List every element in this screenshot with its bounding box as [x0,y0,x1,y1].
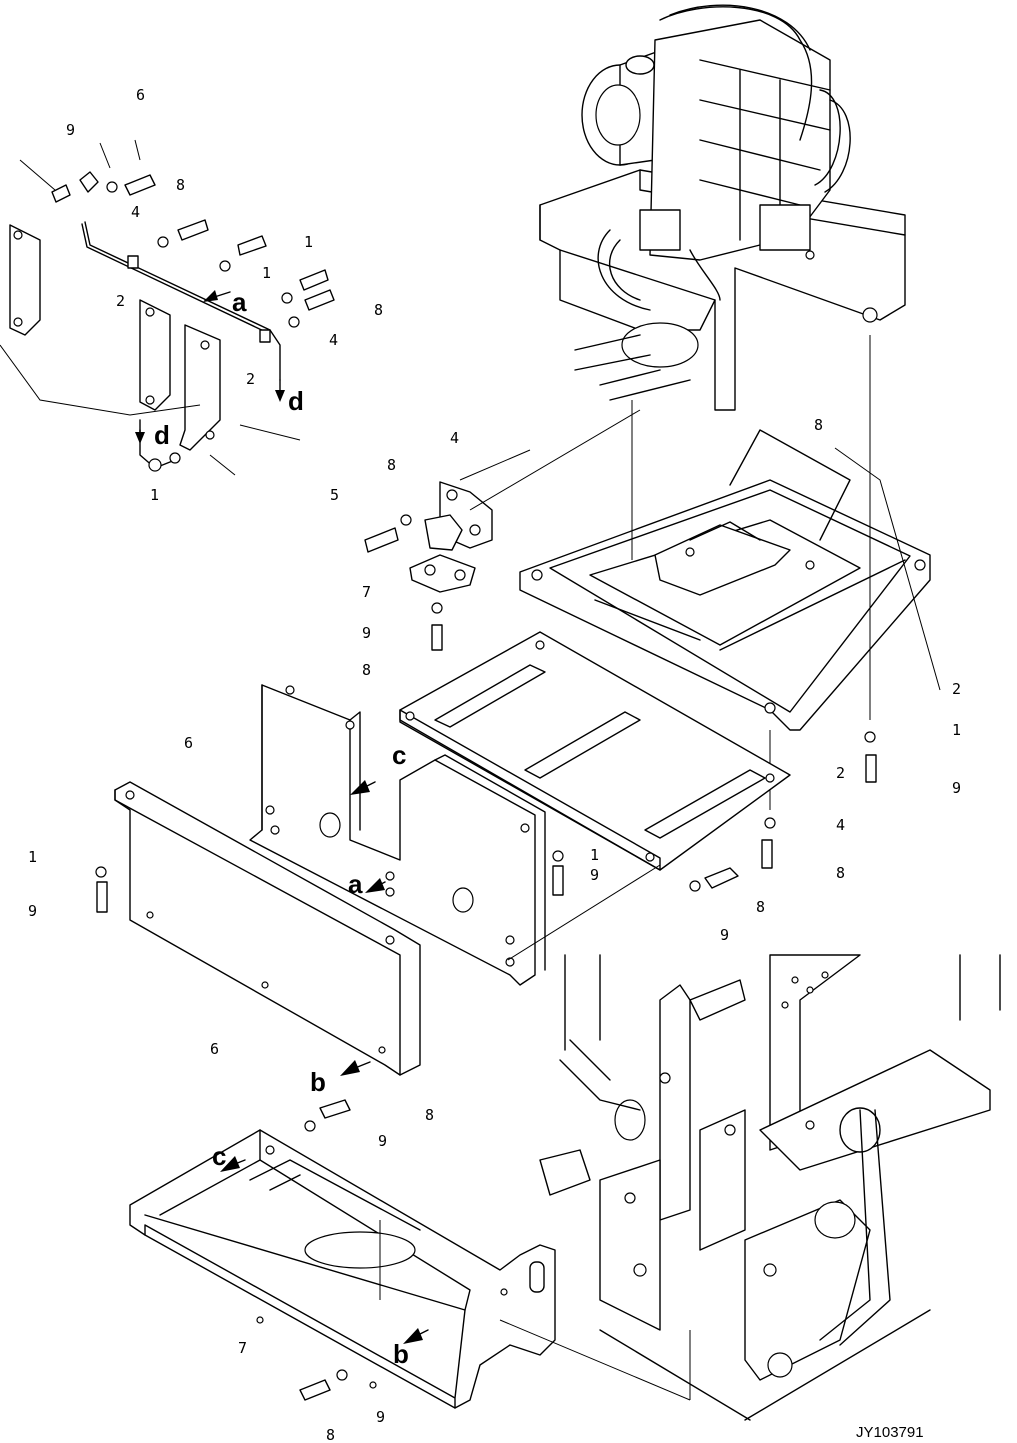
small-parts-group [0,139,335,476]
view-ref-a: a [232,287,247,317]
part-label: 9 [590,866,599,884]
part-label: 8 [387,456,396,474]
seat-linkage-machine [539,954,1001,1421]
view-ref-c: c [212,1141,226,1171]
part-label: 1 [150,486,159,504]
part-label: 6 [136,86,145,104]
part-label: 6 [184,734,193,752]
part-label: 8 [425,1106,434,1124]
part-label: 9 [378,1132,387,1150]
part-label: 7 [238,1339,247,1357]
part-label: 4 [836,816,845,834]
part-label: 2 [836,764,845,782]
part-label: 2 [116,292,125,310]
part-label: 8 [756,898,765,916]
part-label: 8 [814,416,823,434]
side-panel [95,781,421,1076]
part-label: 8 [362,661,371,679]
hinge-bracket [364,409,641,651]
part-label: 4 [131,203,140,221]
part-label: 1 [304,233,313,251]
part-label: 9 [66,121,75,139]
view-ref-c: c [392,740,406,770]
part-label: 8 [326,1426,335,1443]
part-label: 1 [262,264,271,282]
slide-rail-plate [399,631,877,892]
part-label: 9 [28,902,37,920]
part-label: 1 [952,721,961,739]
part-label: 2 [952,680,961,698]
seat-base-frame [519,335,941,810]
part-label: 8 [374,301,383,319]
view-ref-b: b [310,1067,326,1097]
view-reference-letters: a d d c a b c b [154,287,409,1369]
part-label: 9 [952,779,961,797]
view-ref-a: a [348,869,363,899]
view-ref-d: d [288,386,304,416]
part-label: 8 [836,864,845,882]
part-label: 8 [176,176,185,194]
part-label: 4 [450,429,459,447]
drawing-code: JY103791 [856,1424,924,1441]
lower-bracket [129,1099,691,1409]
part-label: 1 [590,846,599,864]
valve-assembly [539,4,906,411]
part-label: 6 [210,1040,219,1058]
part-label: 2 [246,370,255,388]
part-label: 5 [330,486,339,504]
part-label: 9 [720,926,729,944]
support-stand [249,684,661,986]
view-ref-d: d [154,420,170,450]
part-number-labels: 6 9 8 4 1 1 8 4 2 2 1 8 4 8 5 7 9 8 2 1 … [28,86,961,1443]
part-label: 9 [362,624,371,642]
part-label: 9 [376,1408,385,1426]
part-label: 4 [329,331,338,349]
view-ref-b: b [393,1339,409,1369]
part-label: 1 [28,848,37,866]
part-label: 7 [362,583,371,601]
